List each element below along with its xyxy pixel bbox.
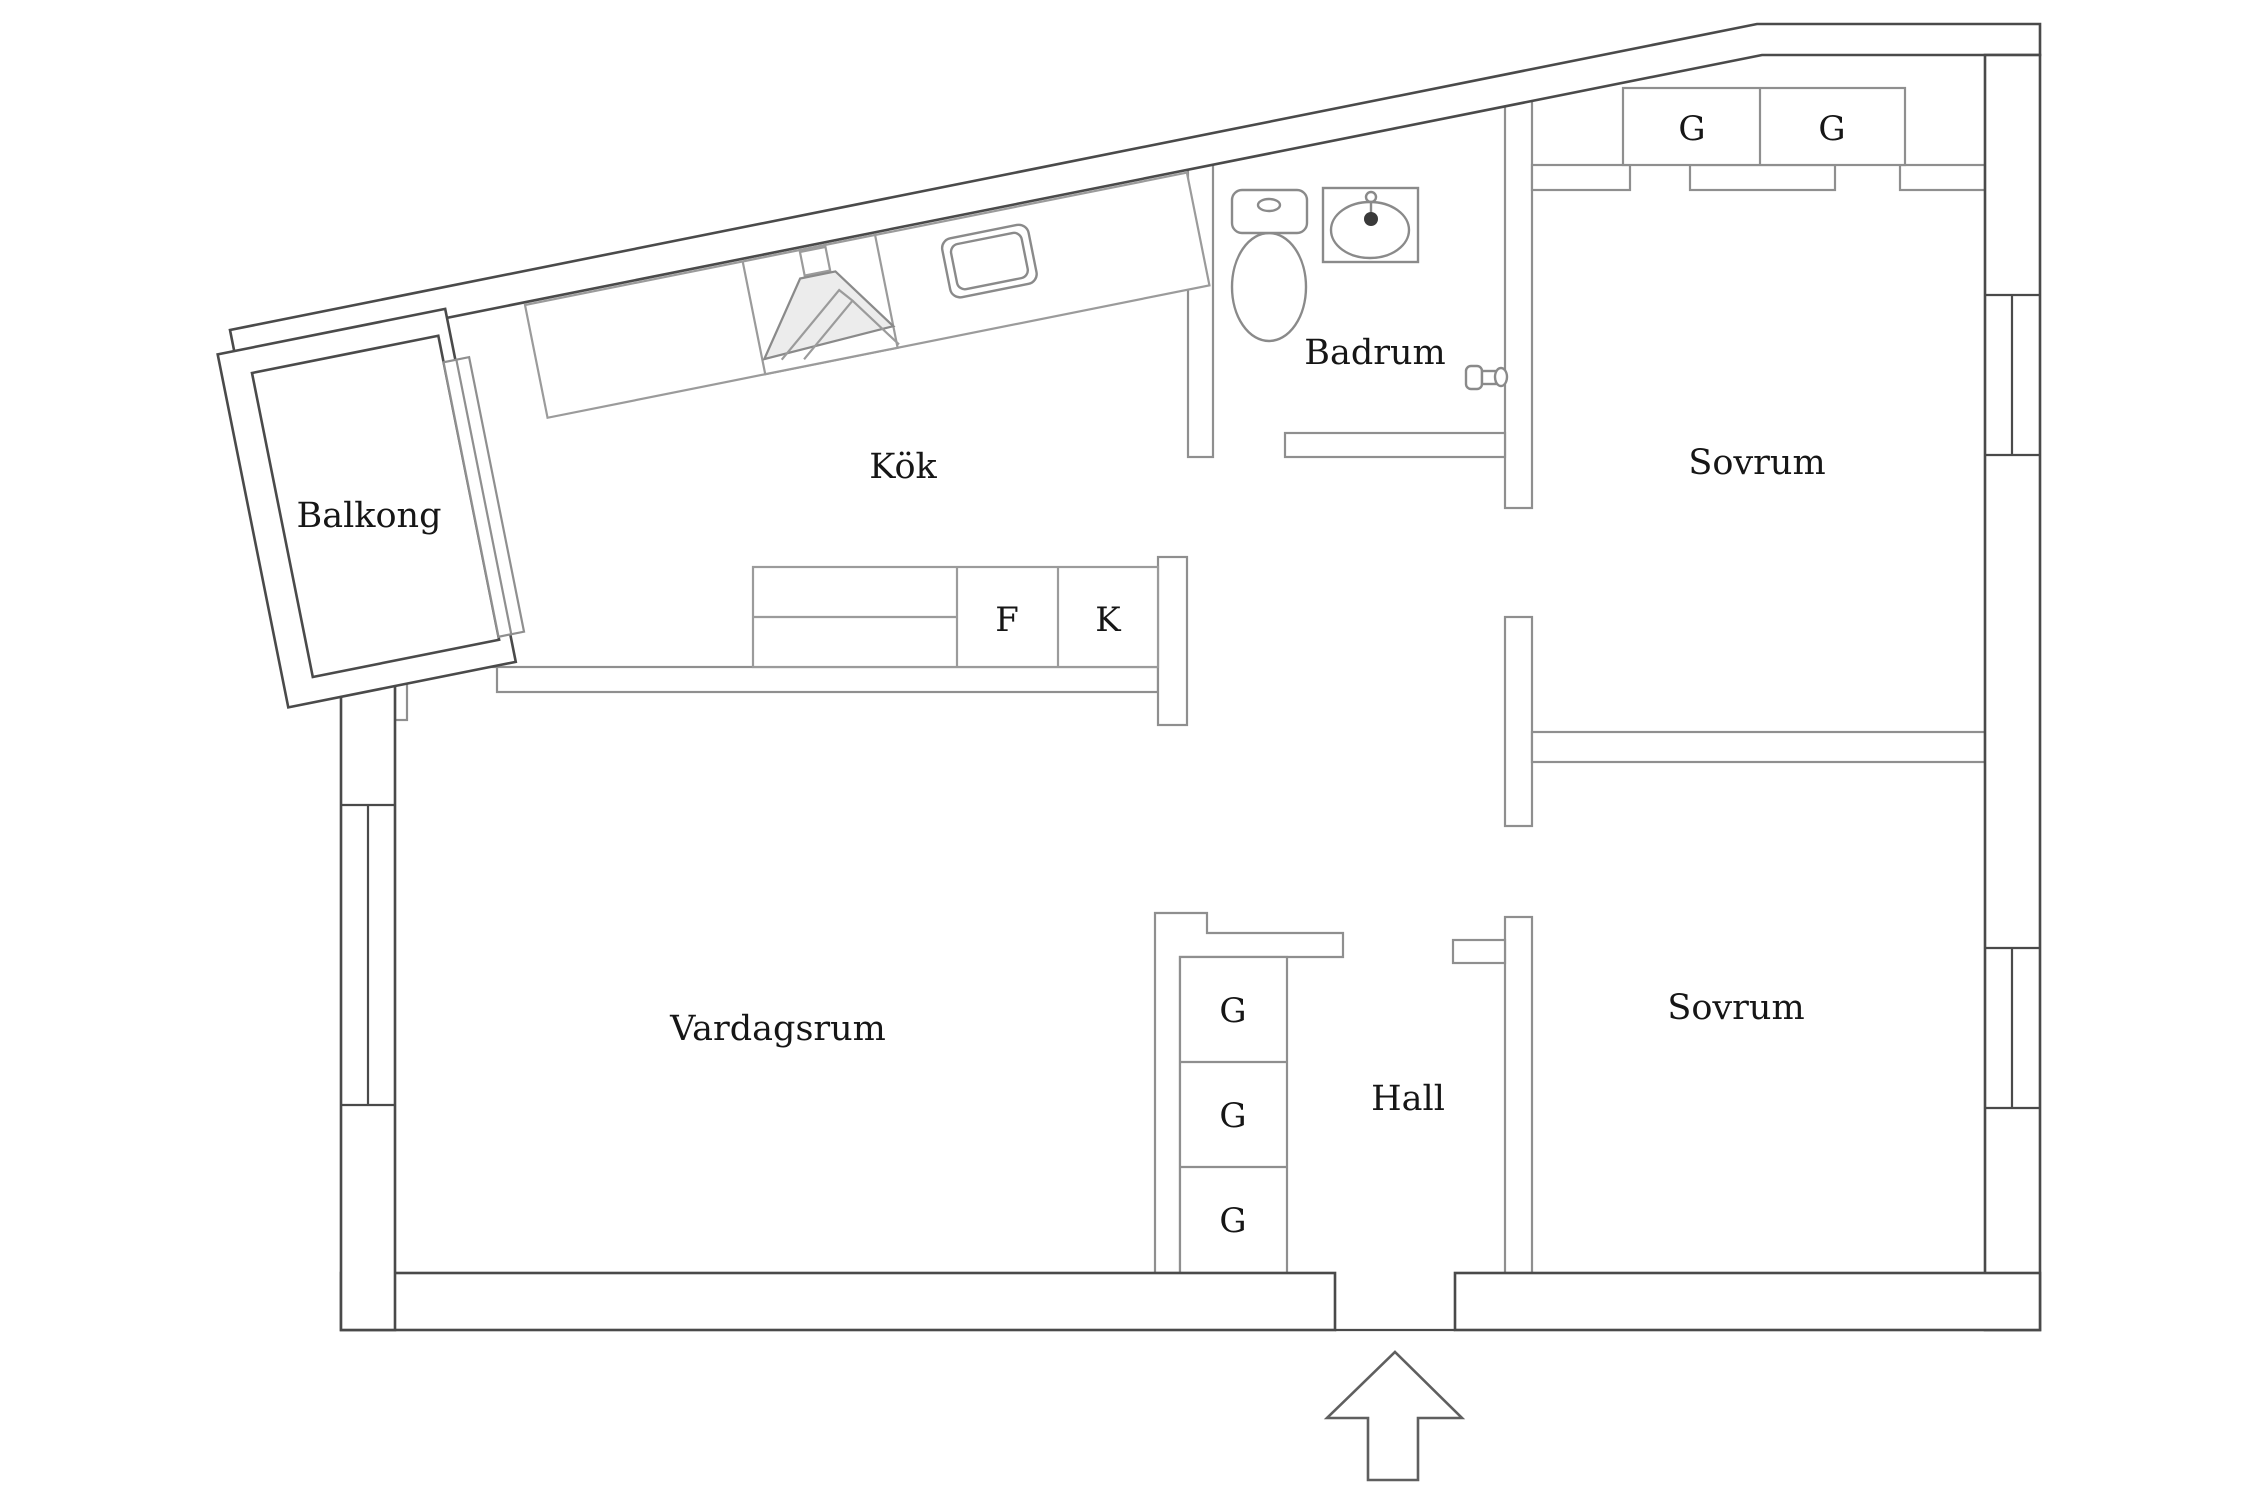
room-label-living-room: Vardagsrum	[669, 1009, 886, 1049]
room-label-bedroom-bottom: Sovrum	[1667, 988, 1804, 1028]
room-label-bedroom-top: Sovrum	[1688, 443, 1825, 483]
labels: Balkong Kök Badrum Sovrum Sovrum Vardags…	[296, 109, 1845, 1241]
room-label-bathroom: Badrum	[1304, 333, 1445, 373]
washbasin-icon	[1321, 186, 1420, 264]
wall-east	[1983, 53, 2042, 1332]
wall-south-left	[339, 1271, 1337, 1332]
hood-chimney-icon	[798, 245, 832, 277]
hall-closets	[1178, 955, 1289, 1275]
bedroom-closets	[1621, 86, 1907, 167]
window-livingroom-west	[341, 803, 395, 1107]
wall-bedroom1-north-c	[1898, 163, 1987, 192]
window-bedroom1-east	[1985, 293, 2040, 457]
balcony-structure	[216, 307, 526, 709]
wall-hall-door-jamb	[1451, 938, 1507, 965]
room-label-balcony: Balkong	[296, 496, 441, 536]
closet-label-hall-1: G	[1219, 991, 1246, 1031]
balcony-door-icon	[442, 355, 526, 639]
wall-bedroom1-north-b	[1688, 163, 1837, 192]
toilet-icon	[1230, 188, 1309, 343]
windows	[341, 293, 2040, 1110]
wall-bedroom1-north-a	[1530, 163, 1632, 192]
interior-walls	[393, 98, 1987, 1275]
closet-label-hall-2: G	[1219, 1096, 1246, 1136]
closet-label-bedroom-1: G	[1678, 109, 1705, 149]
kitchen-sink-icon	[940, 223, 1038, 299]
extractor-hood-icon	[762, 270, 896, 361]
wall-bathroom-east	[1503, 98, 1534, 510]
exterior-walls	[228, 22, 2042, 1332]
bathroom-fixtures	[1230, 186, 1509, 391]
closet-box-bedroom	[1621, 86, 1907, 167]
wall-kitchen-south	[495, 665, 1160, 694]
wall-bathroom-south	[1283, 431, 1507, 459]
appliance-label-freezer: F	[995, 600, 1019, 640]
wall-south-right	[1453, 1271, 2042, 1332]
closet-label-bedroom-2: G	[1818, 109, 1845, 149]
room-label-hall: Hall	[1371, 1079, 1445, 1119]
wall-bedroom1-south	[1530, 730, 1987, 764]
appliance-label-fridge: K	[1095, 600, 1121, 640]
room-label-kitchen: Kök	[869, 447, 937, 487]
closet-label-hall-3: G	[1219, 1201, 1246, 1241]
hood-detail-lines	[780, 288, 900, 361]
wall-bedroom1-west	[1503, 615, 1534, 828]
window-bedroom2-east	[1985, 946, 2040, 1110]
closet-box-hall	[1178, 955, 1289, 1275]
wall-kitchen-stub	[1156, 555, 1189, 727]
shower-mixer-icon	[1464, 364, 1509, 391]
kitchen-upper-counter	[523, 171, 1211, 420]
kitchen-lower-counter	[751, 565, 1160, 669]
wall-hall-east	[1503, 915, 1534, 1275]
entrance-arrow-icon	[1323, 1350, 1466, 1482]
